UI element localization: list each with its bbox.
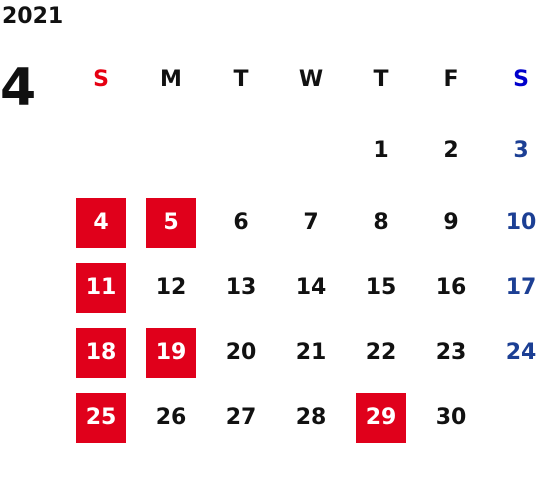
day-cell: 14 [276,255,346,320]
day-cell: 19 [136,320,206,385]
day-cell: 6 [206,190,276,255]
day-cell: 28 [276,385,346,450]
calendar-day: 10 [505,210,537,235]
day-cell: 9 [416,190,486,255]
day-cell [276,110,346,190]
calendar-day: 6 [233,210,249,235]
calendar-day: 19 [146,327,196,378]
day-cell [136,110,206,190]
weekday-sunday: S [93,67,109,92]
calendar-day: 30 [435,405,467,430]
calendar-day: 17 [505,275,537,300]
weekday-friday: F [443,67,459,92]
calendar-day: 28 [295,405,327,430]
calendar-day: 23 [435,340,467,365]
calendar-day: 13 [225,275,257,300]
day-cell: 16 [416,255,486,320]
calendar-day: 5 [146,197,196,248]
calendar-day: 21 [295,340,327,365]
day-cell: 22 [346,320,416,385]
day-cell: 2 [416,110,486,190]
day-cell: 24 [486,320,548,385]
calendar-day: 18 [76,327,126,378]
day-cell: 3 [486,110,548,190]
calendar-day: 1 [373,137,389,163]
day-cell: 23 [416,320,486,385]
calendar-day: 14 [295,275,327,300]
weekday-tuesday: T [233,67,249,92]
day-cell: 20 [206,320,276,385]
calendar-day: 3 [513,137,529,163]
day-cell: 30 [416,385,486,450]
day-cell: 26 [136,385,206,450]
day-cell: 7 [276,190,346,255]
day-cell [206,110,276,190]
day-cell [66,110,136,190]
day-cell: 10 [486,190,548,255]
calendar-day: 12 [155,275,187,300]
week-row: 11 12 13 14 15 16 17 [66,255,548,320]
week-row: 18 19 20 21 22 23 24 [66,320,548,385]
day-cell: 11 [66,255,136,320]
calendar-day: 4 [76,197,126,248]
weekday-thursday: T [373,67,389,92]
day-cell: 15 [346,255,416,320]
calendar-month: 4 [0,58,37,118]
calendar-day: 20 [225,340,257,365]
day-cell: 13 [206,255,276,320]
weekday-wednesday: W [298,67,324,92]
calendar-day: 25 [76,392,126,443]
calendar-day: 24 [505,340,537,365]
day-cell [486,385,548,450]
calendar-day: 15 [365,275,397,300]
calendar-day: 16 [435,275,467,300]
weekday-header-row: S M T W T F S [66,50,548,110]
day-cell: 1 [346,110,416,190]
weekday-saturday: S [513,67,529,92]
day-cell: 8 [346,190,416,255]
calendar-day: 11 [76,262,126,313]
week-row: 25 26 27 28 29 30 [66,385,548,450]
day-cell: 29 [346,385,416,450]
calendar-day: 8 [373,210,389,235]
day-cell: 5 [136,190,206,255]
weekday-monday: M [160,67,182,92]
calendar-day: 22 [365,340,397,365]
day-cell: 27 [206,385,276,450]
calendar-day: 2 [443,137,459,163]
calendar-year: 2021 [2,4,64,29]
day-cell: 25 [66,385,136,450]
day-cell: 12 [136,255,206,320]
calendar-day: 26 [155,405,187,430]
calendar-day: 9 [443,210,459,235]
calendar-day: 29 [356,392,406,443]
day-cell: 4 [66,190,136,255]
calendar-day: 7 [303,210,319,235]
calendar-day: 27 [225,405,257,430]
day-cell: 18 [66,320,136,385]
week-row: 1 2 3 [66,110,548,190]
day-cell: 17 [486,255,548,320]
day-cell: 21 [276,320,346,385]
